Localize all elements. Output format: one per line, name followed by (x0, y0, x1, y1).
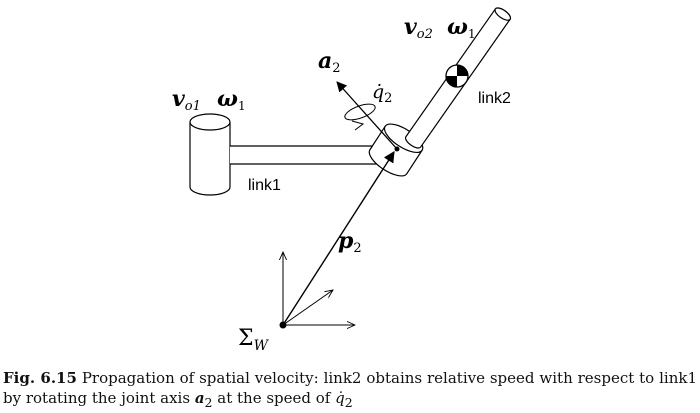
figure-caption: Fig. 6.15 Propagation of spatial velocit… (3, 368, 697, 413)
caption-speed: q̇ (335, 389, 345, 407)
rotation-arrow-icon (344, 103, 376, 131)
joint-point (394, 146, 400, 152)
link1-body (189, 113, 390, 196)
label-p2: p2 (338, 228, 362, 256)
label-qdot: q̇2 (372, 81, 392, 106)
label-link1: link1 (248, 177, 281, 194)
center-of-mass-icon (445, 64, 469, 88)
caption-speed-sub: 2 (344, 395, 353, 410)
coordinate-frame-icon (280, 252, 355, 328)
label-omega-1-left: ω1 (217, 86, 246, 113)
figure-diagram: vo1 ω1 vo2 ω1 a2 q̇2 link2 link1 p2 ΣW (172, 7, 512, 354)
label-omega-1-right: ω1 (447, 14, 476, 41)
caption-text-1: Propagation of spatial velocity: link2 o… (3, 369, 697, 407)
vector-p2-arrow (282, 151, 395, 326)
caption-label: Fig. 6.15 (3, 369, 77, 387)
label-v-o1: vo1 (172, 86, 201, 114)
label-sigma-w: ΣW (238, 326, 270, 354)
caption-axis: a (194, 389, 205, 407)
label-link2: link2 (478, 90, 511, 107)
label-v-o2: vo2 (404, 14, 433, 42)
label-a2: a2 (318, 48, 341, 76)
caption-axis-sub: 2 (204, 395, 213, 410)
caption-text-2: at the speed of (212, 389, 336, 407)
